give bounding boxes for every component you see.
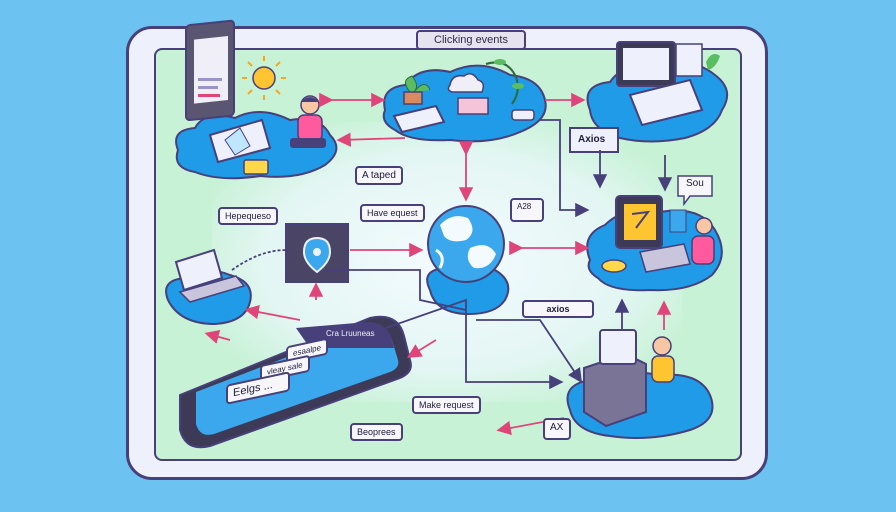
- phone-header-text: Cra Lruuneas: [326, 329, 375, 338]
- label-make-request: Make request: [412, 396, 481, 414]
- speech-bubble: [677, 175, 713, 207]
- connector-plug-icon: [511, 109, 535, 121]
- monitor-icon: [616, 41, 720, 127]
- connection-arrows: [204, 92, 673, 436]
- label-axios-top: Axios: [578, 134, 606, 145]
- person-icon: [290, 95, 326, 148]
- cloud-document-icon: [392, 73, 489, 134]
- label-a-taped: A taped: [355, 166, 403, 185]
- label-axios-small: axios: [522, 300, 594, 318]
- laptop-icon: [208, 118, 272, 175]
- pin-icon: [285, 223, 349, 283]
- label-sou: Sou: [686, 178, 704, 189]
- label-have-equest: Have equest: [360, 204, 425, 222]
- vine-decoration: [485, 59, 524, 105]
- left-laptop-icon: [174, 248, 246, 303]
- diagram-title: Clicking events: [416, 30, 526, 50]
- phone-icon: [179, 315, 412, 449]
- globe-icon: [427, 205, 505, 283]
- bottom-computer-icon: [583, 329, 675, 428]
- axios-card: [569, 127, 619, 153]
- right-monitor-icon: [601, 195, 715, 273]
- label-ax: AX: [543, 418, 571, 440]
- plant-icon: [403, 75, 431, 105]
- sun-icon: [242, 56, 286, 100]
- tablet-icon: [185, 19, 235, 122]
- label-beoprees: Beoprees: [350, 423, 403, 441]
- card-a28: A28: [510, 198, 544, 222]
- label-hepequeso: Hepequeso: [218, 207, 279, 225]
